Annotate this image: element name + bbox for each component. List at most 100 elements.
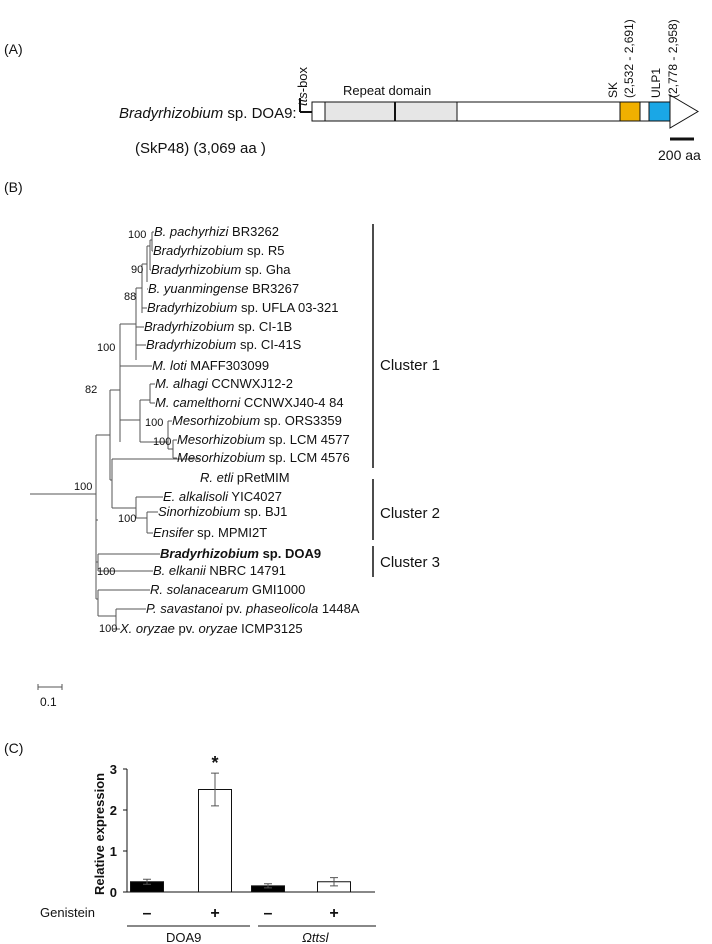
panel-c-label: (C) [4,740,23,756]
taxon-label: M. camelthorni CCNWXJ40-4 84 [155,395,344,410]
branch-outgroup-sub [98,589,150,630]
bootstrap-value: 100 [97,566,115,578]
error-bar [143,878,151,885]
taxon-label: Mesorhizobium sp. LCM 4576 [177,450,350,465]
taxon-label-doa9: Bradyrhizobium sp. DOA9 [160,546,321,561]
taxon-label: Ensifer sp. MPMI2T [153,525,267,540]
taxon-label: Bradyrhizobium sp. Gha [151,262,291,277]
tts-box-label: tts-box [295,66,310,106]
ulp1-domain [648,101,671,122]
bar-chart: 0 1 2 3 – * + – + [110,753,375,922]
scale-bar-b [37,684,63,690]
ulp1-domain-range: (2,778 - 2,958) [666,19,680,98]
cluster-2-label: Cluster 2 [380,505,440,522]
taxon-label: R. etli pRetMIM [200,470,290,485]
panel-c: (C) Relative expression 0 1 2 3 – * + – + Genis… [4,740,376,944]
branch-cluster2 [110,459,113,508]
repeat-domain-block-1 [324,101,396,122]
branch-brady-90 [147,240,151,270]
y-tick-label: 2 [110,803,117,818]
bootstrap-value: 100 [74,481,92,493]
branch-meso-alhagi [140,383,155,404]
scale-bar-b-label: 0.1 [40,695,57,709]
taxon-label: X. oryzae pv. oryzae ICMP3125 [119,621,303,636]
branch-upper [96,390,111,480]
taxon-label: P. savastanoi pv. phaseolicola 1448A [146,601,360,616]
taxon-label: Mesorhizobium sp. LCM 4577 [177,432,350,447]
category-label: – [143,905,152,922]
bootstrap-value: 90 [131,264,143,276]
panel-a-label: (A) [4,41,23,57]
branch-cluster2-sub [112,497,137,518]
taxon-label: R. solanacearum GMI1000 [150,582,305,597]
phylo-tree-branches [30,231,200,630]
branch-cluster1 [110,324,121,404]
taxon-label: Bradyrhizobium sp. R5 [153,243,285,258]
y-tick-label: 1 [110,844,117,859]
bootstrap-value: 100 [153,436,171,448]
panel-b-label: (B) [4,179,23,195]
taxon-label: B. pachyrhizi BR3262 [154,224,279,239]
branch-meso-ors [140,420,172,449]
group-label-doa9: DOA9 [166,930,201,944]
category-label: + [210,905,219,922]
bootstrap-value: 100 [118,513,136,525]
repeat-domain-label: Repeat domain [343,83,431,98]
scale-bar-a-label: 200 aa [658,147,701,163]
taxon-label: Mesorhizobium sp. ORS3359 [172,413,342,428]
y-tick-label: 3 [110,762,117,777]
group-label-ttsl: Ωttsl [302,930,330,944]
branch-brady-100 [150,232,153,251]
bootstrap-value: 100 [99,623,117,635]
taxon-label: M. loti MAFF303099 [152,358,269,373]
taxon-label: M. alhagi CCNWXJ12-2 [155,376,293,391]
bootstrap-value: 100 [128,229,146,241]
branch-meso-sub [120,400,141,442]
sk-domain [619,101,641,122]
category-label: + [329,905,338,922]
tts-box-segment [311,101,326,122]
taxon-label: Bradyrhizobium sp. UFLA 03-321 [147,300,339,315]
cluster-3-label: Cluster 3 [380,554,440,571]
branch-brady-tips [136,231,154,346]
bootstrap-value: 82 [85,384,97,396]
branch-sino-ensifer [136,511,158,534]
error-bar [264,883,272,889]
taxon-label: Bradyrhizobium sp. CI-1B [144,319,292,334]
protein-bar-arrowhead [669,94,699,129]
branch-brady-88 [142,246,148,282]
bar [198,789,232,893]
bootstrap-values: 100 90 88 100 100 100 82 100 100 100 100 [74,229,171,635]
organism-label: Bradyrhizobium sp. DOA9: [119,105,297,122]
branch-outgroup [96,590,99,616]
bootstrap-value: 88 [124,291,136,303]
panel-b: (B) [4,179,440,709]
taxon-label: E. alkalisoli YIC4027 [163,489,282,504]
sk-domain-name: SK [606,82,620,98]
significance-mark: * [211,753,218,773]
branch-meso-lcm [168,439,177,459]
error-bar [211,772,219,807]
taxon-label: Sinorhizobium sp. BJ1 [158,504,287,519]
cluster-1-label: Cluster 1 [380,357,440,374]
taxon-label: Bradyrhizobium sp. CI-41S [146,337,302,352]
ulp1-domain-name: ULP1 [649,68,663,98]
category-label: – [264,905,273,922]
factor-label: Genistein [40,905,95,920]
branch-brady [120,288,137,360]
y-axis-title: Relative expression [92,773,107,895]
sk-domain-range: (2,532 - 2,691) [622,19,636,98]
bootstrap-value: 100 [97,342,115,354]
taxon-label: B. yuanmingense BR3267 [148,281,299,296]
panel-a: (A) tts-box Bradyrhizobium sp. DOA9: (Sk… [4,19,701,163]
branch-brady-sub [136,264,143,313]
protein-label: (SkP48) (3,069 aa ) [135,140,266,157]
taxon-label: B. elkanii NBRC 14791 [153,563,286,578]
error-bar [330,877,338,887]
y-tick-label: 0 [110,885,117,900]
taxon-labels: B. pachyrhizi BR3262 Bradyrhizobium sp. … [119,224,360,636]
repeat-domain-block-2 [394,101,458,122]
branch-root [30,435,97,599]
bootstrap-value: 100 [145,417,163,429]
